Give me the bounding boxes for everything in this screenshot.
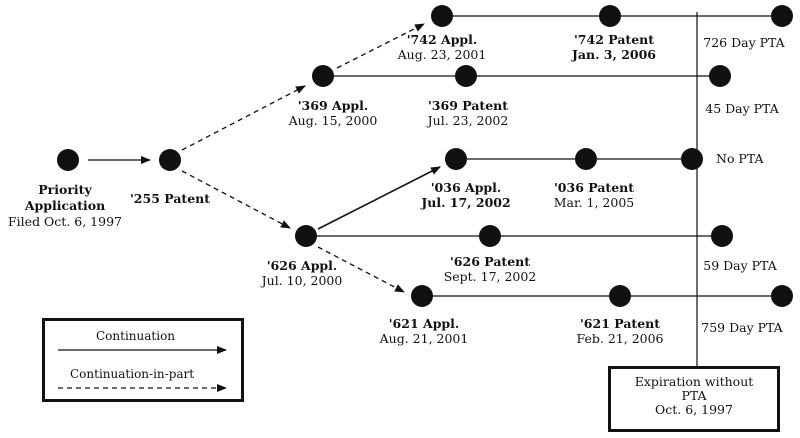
pta-621: 759 Day PTA [701,320,783,335]
p036-date: Mar. 1, 2005 [554,195,635,210]
p369-date: Jul. 23, 2002 [426,113,509,128]
p621-date: Feb. 21, 2006 [577,331,664,346]
p255-title: '255 Patent [130,191,210,206]
a036-date: Jul. 17, 2002 [420,195,510,210]
a621-date: Aug. 21, 2001 [379,331,469,346]
a742-date: Aug. 23, 2001 [397,47,487,62]
pta-626: 59 Day PTA [703,258,777,273]
edge-255-369 [181,85,306,151]
priority-title-2: Application [24,198,105,213]
node-369-patent [455,65,477,87]
a626-title: '626 Appl. [267,258,338,273]
expiration-box: Expiration without PTA Oct. 6, 1997 [608,366,780,432]
edge-255-626 [181,170,291,229]
p369-title: '369 Patent [428,98,508,113]
node-036-end [681,148,703,170]
p742-date: Jan. 3, 2006 [571,47,656,62]
expiration-line2: PTA [681,388,707,403]
node-621-end [771,285,793,307]
a369-title: '369 Appl. [298,98,369,113]
priority-date: Filed Oct. 6, 1997 [8,214,122,229]
legend-cip-label: Continuation-in-part [70,367,195,381]
node-621-appl [411,285,433,307]
a621-title: '621 Appl. [389,316,460,331]
a036-title: '036 Appl. [431,180,502,195]
node-626-appl [295,225,317,247]
legend [42,318,244,402]
a742-title: '742 Appl. [407,32,478,47]
pta-742: 726 Day PTA [703,35,785,50]
a626-date: Jul. 10, 2000 [260,273,343,288]
node-621-patent [609,285,631,307]
pta-369: 45 Day PTA [705,101,779,116]
a369-date: Aug. 15, 2000 [288,113,378,128]
node-036-patent [575,148,597,170]
node-626-patent [479,225,501,247]
node-742-end [771,5,793,27]
p036-title: '036 Patent [554,180,634,195]
node-742-patent [599,5,621,27]
pta-036: No PTA [716,151,765,166]
p626-date: Sept. 17, 2002 [444,269,537,284]
expiration-line1: Expiration without [634,374,754,389]
edge-626-621 [317,246,405,293]
node-742-appl [431,5,453,27]
edge-369-742 [336,23,425,69]
node-626-end [711,225,733,247]
p621-title: '621 Patent [580,316,660,331]
legend-continuation-label: Continuation [96,329,176,343]
node-priority [57,149,79,171]
p742-title: '742 Patent [574,32,654,47]
node-369-end [709,65,731,87]
node-255 [159,149,181,171]
node-036-appl [445,148,467,170]
expiration-line3: Oct. 6, 1997 [655,402,733,417]
priority-title-1: Priority [38,182,92,197]
edge-626-036 [317,166,441,230]
node-369-appl [312,65,334,87]
p626-title: '626 Patent [450,254,530,269]
